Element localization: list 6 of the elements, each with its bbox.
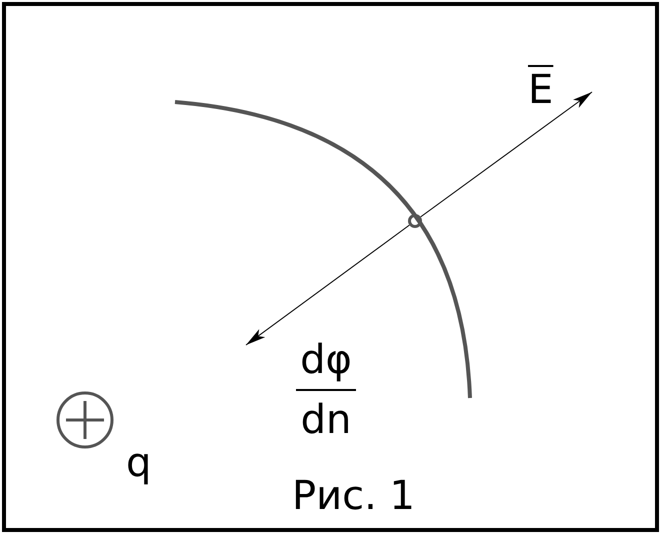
fraction: dφ dn [296, 335, 356, 445]
figure-caption: Рис. 1 [292, 476, 415, 516]
arrow [420, 92, 592, 218]
arrow [246, 224, 410, 346]
field-vector-label: E [528, 70, 554, 110]
charge-label: q [126, 443, 152, 483]
